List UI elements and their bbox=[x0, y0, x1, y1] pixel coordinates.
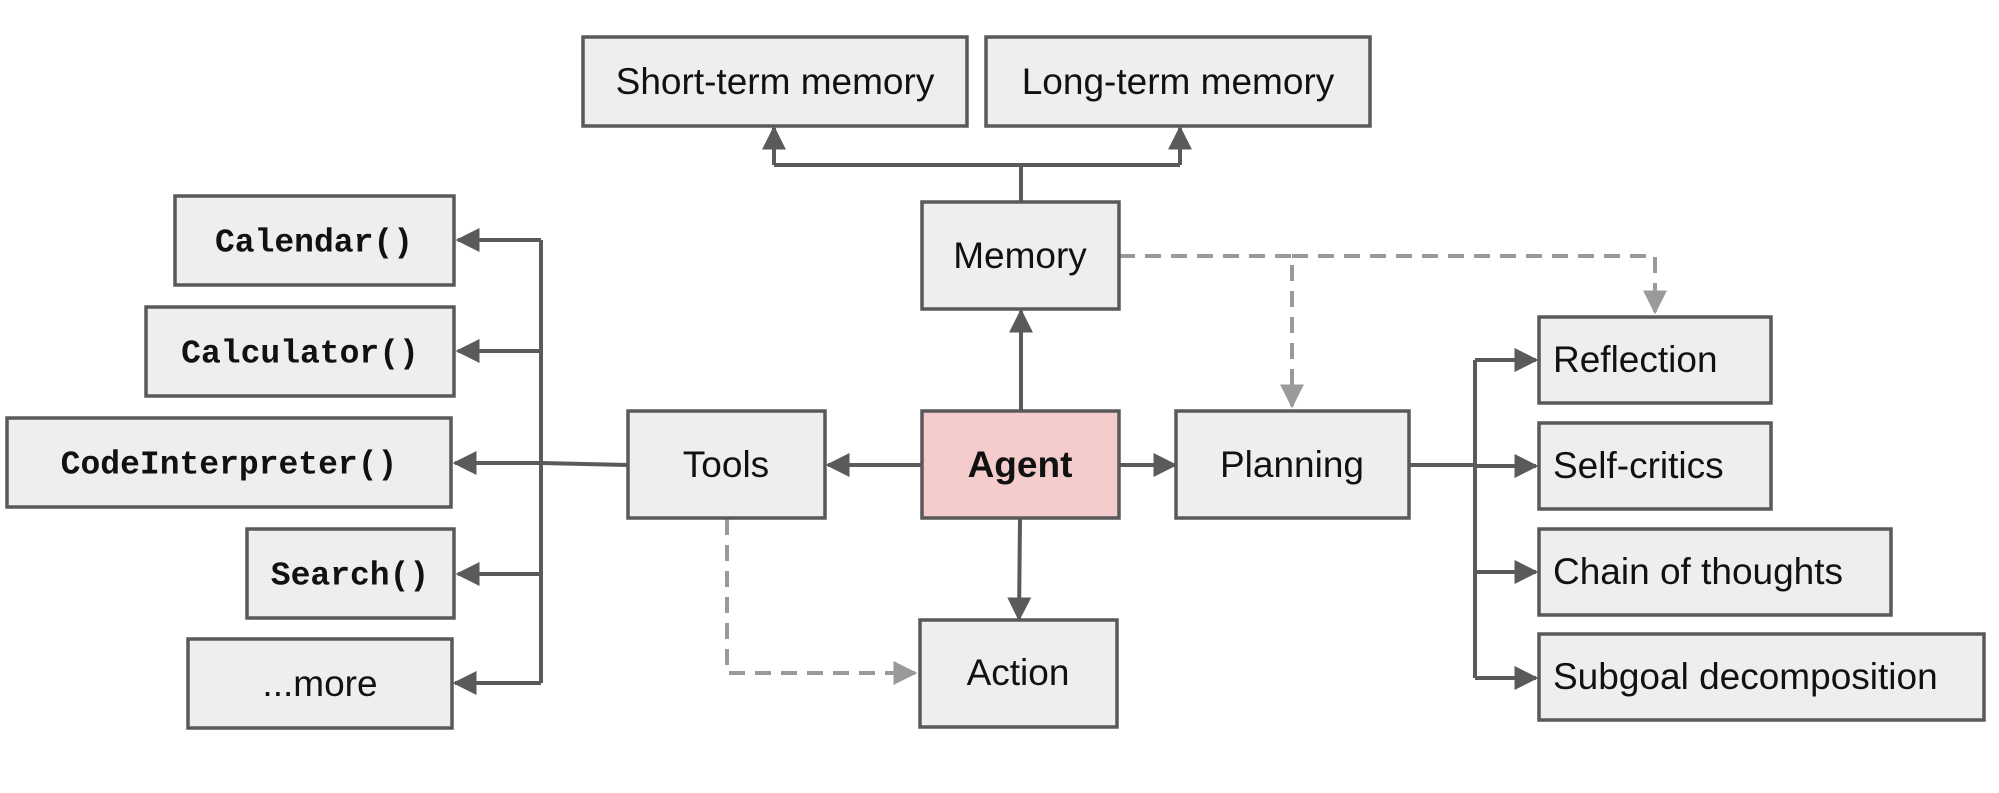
dashed-memory-to-planning bbox=[1119, 254, 1304, 409]
tools-trunk-line bbox=[540, 461, 629, 467]
calendar-label: Calendar() bbox=[215, 225, 413, 262]
node-more: ...more bbox=[186, 637, 454, 730]
tools-label: Tools bbox=[683, 444, 769, 485]
dashed-memory-to-reflection bbox=[1292, 254, 1667, 315]
calculator-label: Calculator() bbox=[181, 336, 419, 373]
node-subgoal-decomposition: Subgoal decomposition bbox=[1537, 632, 1986, 722]
node-search: Search() bbox=[245, 527, 456, 620]
short-term-memory-label: Short-term memory bbox=[616, 61, 935, 102]
node-action: Action bbox=[918, 618, 1119, 729]
node-planning: Planning bbox=[1174, 409, 1411, 520]
planning-label: Planning bbox=[1220, 444, 1364, 485]
node-chain-of-thoughts: Chain of thoughts bbox=[1537, 527, 1893, 617]
memory-label: Memory bbox=[953, 235, 1087, 276]
node-short-term-memory: Short-term memory bbox=[581, 35, 969, 128]
node-code-interpreter: CodeInterpreter() bbox=[5, 416, 453, 509]
subgoal-decomposition-label: Subgoal decomposition bbox=[1553, 656, 1938, 697]
node-calendar: Calendar() bbox=[173, 194, 456, 287]
code-interpreter-label: CodeInterpreter() bbox=[61, 447, 398, 484]
search-label: Search() bbox=[271, 558, 429, 595]
node-reflection: Reflection bbox=[1537, 315, 1773, 405]
dashed-tools-to-action bbox=[725, 519, 918, 685]
node-tools: Tools bbox=[626, 409, 827, 520]
node-long-term-memory: Long-term memory bbox=[984, 35, 1372, 128]
more-label: ...more bbox=[262, 663, 377, 704]
long-term-memory-label: Long-term memory bbox=[1022, 61, 1335, 102]
node-self-critics: Self-critics bbox=[1537, 421, 1773, 511]
node-agent: Agent bbox=[920, 409, 1121, 520]
arrow-agent-to-action bbox=[1007, 518, 1032, 622]
self-critics-label: Self-critics bbox=[1553, 445, 1724, 486]
action-label: Action bbox=[967, 652, 1070, 693]
reflection-label: Reflection bbox=[1553, 339, 1718, 380]
node-memory: Memory bbox=[920, 200, 1121, 311]
chain-of-thoughts-label: Chain of thoughts bbox=[1553, 551, 1843, 592]
agent-label: Agent bbox=[968, 444, 1073, 485]
connectors bbox=[452, 125, 1667, 695]
node-calculator: Calculator() bbox=[144, 305, 456, 398]
